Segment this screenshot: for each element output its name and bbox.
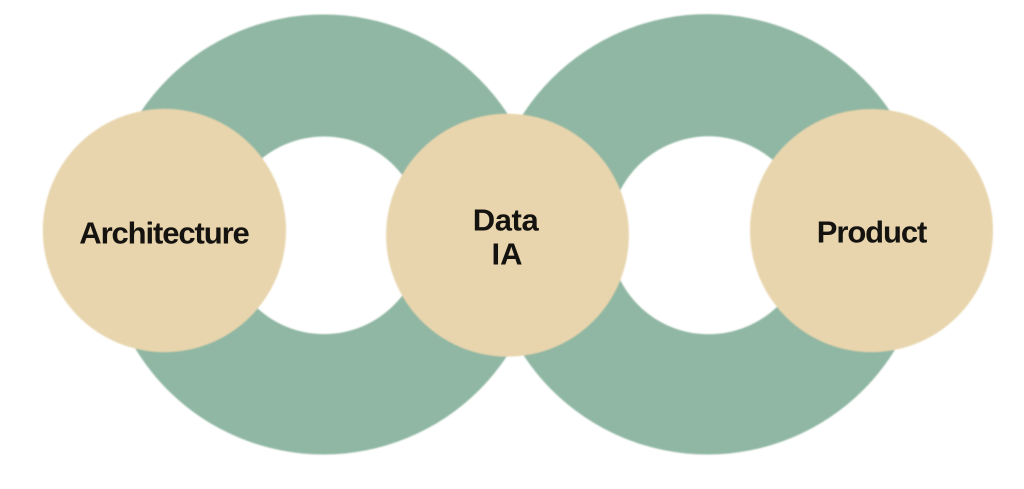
svg-text:IA: IA: [492, 237, 523, 272]
svg-text:Architecture: Architecture: [79, 215, 249, 250]
svg-text:Product: Product: [817, 215, 927, 250]
svg-text:Data: Data: [473, 203, 540, 238]
